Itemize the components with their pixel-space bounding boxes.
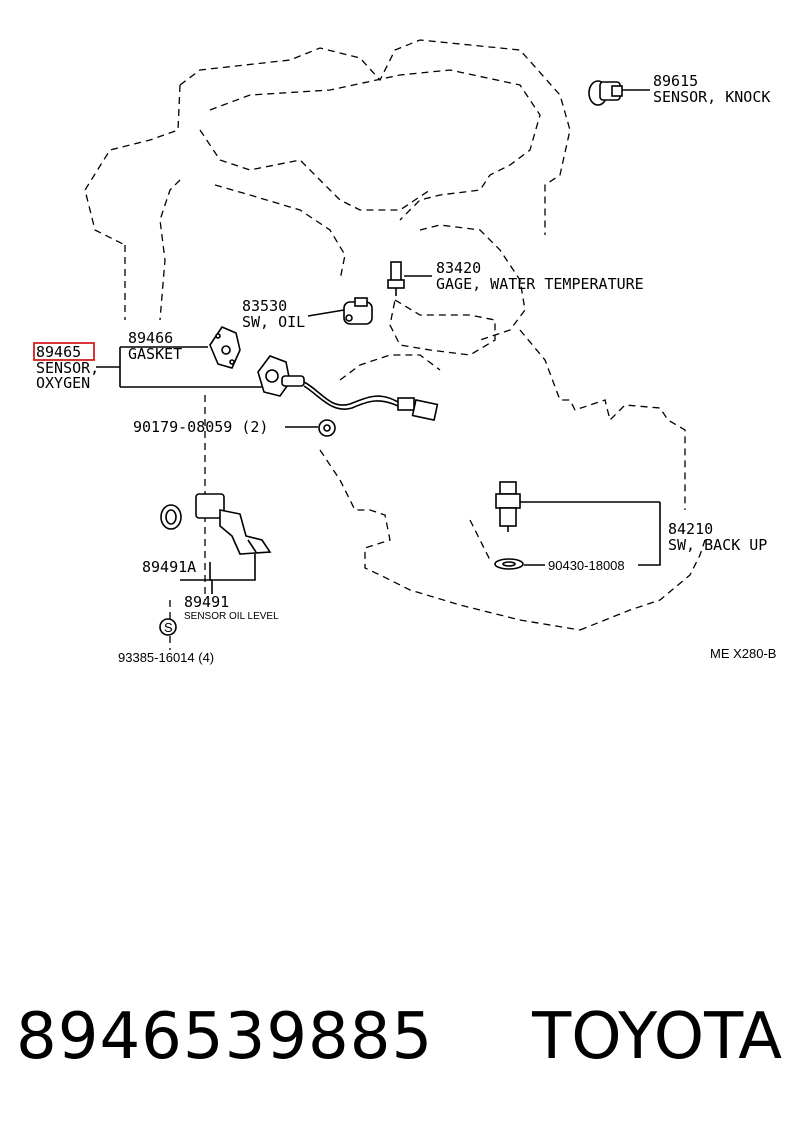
- reference-code: ME X280-B: [710, 646, 776, 661]
- backup-switch-code: 84210: [668, 520, 713, 538]
- knock-sensor-name: SENSOR, KNOCK: [653, 88, 770, 106]
- oxygen-sensor-name-line2: OXYGEN: [36, 374, 90, 392]
- footer: 8946539885 TOYOTA: [0, 1000, 800, 1110]
- footer-brand: TOYOTA: [532, 1000, 782, 1074]
- screw-icon: S: [159, 618, 177, 636]
- washer-icon: [494, 558, 545, 570]
- washer-code: 90430-18008: [548, 558, 625, 573]
- nut-code: 90179-08059 (2): [133, 418, 268, 436]
- screw-code: 93385-16014 (4): [118, 650, 214, 665]
- oxygen-sensor-code[interactable]: 89465: [36, 343, 81, 361]
- oil-switch-icon: [307, 297, 373, 325]
- parts-diagram: 89615 SENSOR, KNOCK 83420 GAGE, WATER TE…: [33, 39, 776, 665]
- backup-switch-name: SW, BACK UP: [668, 536, 767, 554]
- knock-sensor-code: 89615: [653, 72, 698, 90]
- water-temp-name: GAGE, WATER TEMPERATURE: [436, 275, 644, 293]
- oil-level-sensor-icon: [160, 493, 272, 555]
- oil-switch-code: 83530: [242, 297, 287, 315]
- oxygen-sensor-icon: [257, 355, 439, 422]
- knock-sensor-icon: [588, 80, 650, 106]
- water-temp-code: 83420: [436, 259, 481, 277]
- gasket-code: 89466: [128, 329, 173, 347]
- screw-symbol: S: [164, 620, 173, 635]
- oil-level-code: 89491: [184, 593, 229, 611]
- oil-level-sub-code: 89491A: [142, 558, 196, 576]
- oil-level-name: SENSOR OIL LEVEL: [184, 611, 279, 622]
- nut-icon: [285, 419, 336, 437]
- oil-switch-name: SW, OIL: [242, 313, 305, 331]
- oxygen-sensor-name-line1: SENSOR,: [36, 359, 99, 377]
- footer-part-number: 8946539885: [16, 1000, 434, 1074]
- water-temp-gage-icon: [387, 261, 432, 296]
- backup-switch-icon: [495, 481, 660, 532]
- gasket-icon: [209, 326, 241, 369]
- gasket-name: GASKET: [128, 345, 182, 363]
- oxygen-code-highlight: [33, 342, 95, 361]
